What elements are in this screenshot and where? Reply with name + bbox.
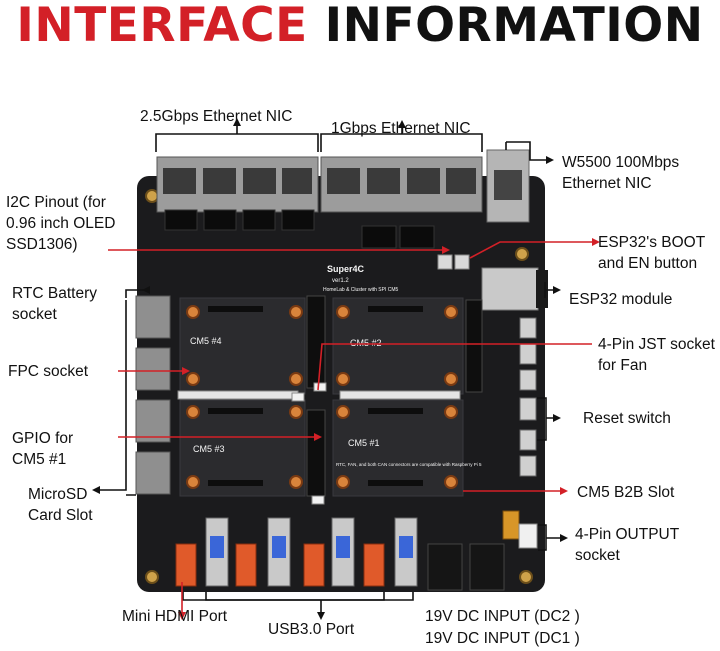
ethernet-2-5g-ports <box>156 156 319 213</box>
page-title: INTERFACE INFORMATION <box>0 0 720 53</box>
slot-label-3: CM5 #3 <box>193 444 225 454</box>
label-esp-boot-line2: and EN button <box>598 255 698 272</box>
black-arrowheads <box>92 118 568 620</box>
usb-inserts <box>210 536 413 558</box>
label-esp-boot: ESP32's BOOT and EN button <box>598 232 705 274</box>
esp32-module <box>481 267 548 311</box>
slot-note: RTC, FAN, and both CAN connectors are co… <box>336 462 482 467</box>
label-dc2: 19V DC INPUT (DC2 ) <box>425 608 580 625</box>
label-ethernet-2-5g: 2.5Gbps Ethernet NIC <box>140 108 293 125</box>
label-ethernet-1g: 1Gbps Ethernet NIC <box>331 120 471 137</box>
label-microsd: MicroSD Card Slot <box>28 484 93 526</box>
label-i2c-line3: SSD1306) <box>6 236 78 253</box>
label-hdmi: Mini HDMI Port <box>122 608 228 625</box>
title-part-red: INTERFACE <box>16 0 308 53</box>
label-dc1: 19V DC INPUT (DC1 ) <box>425 630 580 647</box>
label-w5500-line2: Ethernet NIC <box>562 175 652 192</box>
label-i2c-line2: 0.96 inch OLED <box>6 215 116 232</box>
red-callouts <box>108 241 592 612</box>
label-usb: USB3.0 Port <box>268 621 355 638</box>
label-rtc-line1: RTC Battery <box>12 285 97 302</box>
b2b-connectors <box>208 306 423 486</box>
label-jst-line1: 4-Pin JST socket <box>598 336 715 353</box>
mini-hdmi-ports <box>175 543 385 587</box>
fan-sockets <box>291 382 327 505</box>
slot-label-2: CM5 #2 <box>350 338 382 348</box>
esp32-buttons <box>437 254 470 270</box>
slot-label-1: CM5 #1 <box>348 438 380 448</box>
label-esp32: ESP32 module <box>569 291 673 308</box>
label-output-line1: 4-Pin OUTPUT <box>575 526 680 543</box>
microsd-slots <box>135 295 171 495</box>
board-version: ver1.2 <box>332 278 349 284</box>
label-output: 4-Pin OUTPUT socket <box>575 524 679 566</box>
label-rtc-line2: socket <box>12 306 57 323</box>
w5500-port <box>486 149 530 223</box>
title-part-black: INFORMATION <box>324 0 704 53</box>
label-fpc: FPC socket <box>8 363 89 380</box>
label-microsd-line1: MicroSD <box>28 486 88 503</box>
label-gpio-line1: GPIO for <box>12 430 74 447</box>
label-microsd-line2: Card Slot <box>28 507 93 524</box>
dc-jacks <box>427 543 505 591</box>
label-i2c-line1: I2C Pinout (for <box>6 194 106 211</box>
label-w5500-line1: W5500 100Mbps <box>562 154 680 171</box>
red-arrowheads <box>178 238 600 620</box>
mounting-holes <box>145 189 533 584</box>
board-subtitle: HomeLab & Cluster with SPI CM5 <box>323 287 399 293</box>
label-jst-line2: for Fan <box>598 357 648 374</box>
label-reset: Reset switch <box>583 410 671 427</box>
label-gpio-line2: CM5 #1 <box>12 451 67 468</box>
reset-switches <box>519 317 537 477</box>
ethernet-1g-ports <box>320 156 483 213</box>
label-b2b: CM5 B2B Slot <box>577 484 675 501</box>
output-socket <box>502 510 538 549</box>
slot-label-4: CM5 #4 <box>190 336 222 346</box>
label-esp-boot-line1: ESP32's BOOT <box>598 234 706 251</box>
label-jst: 4-Pin JST socket for Fan <box>598 334 715 376</box>
board-model: Super4C <box>327 264 365 274</box>
label-output-line2: socket <box>575 547 620 564</box>
board-silkscreen: Super4C ver1.2 HomeLab & Cluster with SP… <box>190 264 482 467</box>
label-gpio: GPIO for CM5 #1 <box>12 428 73 470</box>
label-rtc: RTC Battery socket <box>12 283 97 325</box>
cm5-slots <box>179 297 464 497</box>
label-i2c: I2C Pinout (for 0.96 inch OLED SSD1306) <box>6 192 115 255</box>
standoffs <box>186 305 458 489</box>
label-w5500: W5500 100Mbps Ethernet NIC <box>562 152 679 194</box>
magnetics-chips <box>164 209 435 249</box>
